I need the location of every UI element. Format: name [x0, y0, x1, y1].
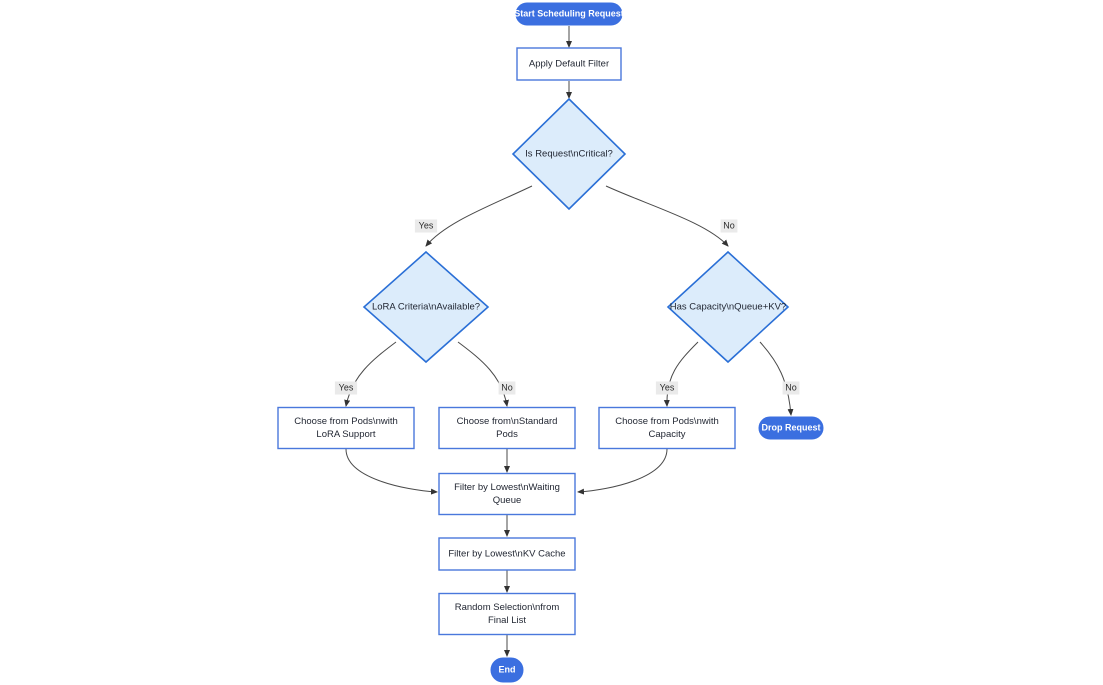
edge-label-background [498, 381, 516, 395]
edge-label-is_request_critical-yes: Yes [414, 219, 438, 233]
process-shape [438, 472, 576, 516]
edge-label-has_capacity-no: No [782, 381, 800, 395]
edge-lora_criteria_available-to-choose_standard_pods [457, 341, 509, 407]
edge-has_capacity-to-choose_capacity_pods [663, 341, 699, 407]
edge-label-text: No [723, 220, 735, 230]
edge-label-text: No [785, 382, 797, 392]
edge-label-has_capacity-yes: Yes [655, 381, 679, 395]
edge-has_capacity-to-drop_request [759, 341, 794, 416]
process-shape [438, 592, 576, 636]
edge-label-text: Yes [339, 382, 354, 392]
edge-choose_lora_pods-to-filter_waiting_queue [345, 448, 438, 495]
edge-choose_capacity_pods-to-filter_waiting_queue [577, 448, 668, 495]
node-apply_default_filter[interactable]: Apply Default Filter [516, 47, 622, 81]
process-shape [277, 406, 415, 450]
edges-layer [344, 26, 794, 657]
process-shape [438, 537, 576, 571]
node-has_capacity[interactable]: Has Capacity\nQueue+KV? [666, 250, 790, 364]
terminal-shape [758, 416, 824, 440]
edge-label-text: No [501, 382, 513, 392]
edge-label-lora_criteria_available-no: No [498, 381, 516, 395]
terminal-shape [490, 657, 524, 683]
decision-shape [362, 250, 490, 364]
node-drop_request[interactable]: Drop Request [758, 416, 824, 440]
edge-label-background [334, 381, 358, 395]
process-shape [438, 406, 576, 450]
decision-shape [511, 97, 627, 211]
edge-label-is_request_critical-no: No [720, 219, 738, 233]
edge-label-text: Yes [419, 220, 434, 230]
node-filter_kv_cache[interactable]: Filter by Lowest\nKV Cache [438, 537, 576, 571]
node-end[interactable]: End [490, 657, 524, 683]
edge-label-background [782, 381, 800, 395]
node-is_request_critical[interactable]: Is Request\nCritical? [511, 97, 627, 211]
decision-shape [666, 250, 790, 364]
edge-label-background [655, 381, 679, 395]
edge-lora_criteria_available-to-choose_lora_pods [344, 341, 397, 407]
edge-label-background [414, 219, 438, 233]
edge-label-background [720, 219, 738, 233]
edge-is_request_critical-to-has_capacity [605, 185, 729, 247]
process-shape [598, 406, 736, 450]
terminal-shape [515, 2, 623, 26]
process-shape [516, 47, 622, 81]
node-lora_criteria_available[interactable]: LoRA Criteria\nAvailable? [362, 250, 490, 364]
edge-is_request_critical-to-lora_criteria_available [425, 185, 533, 247]
node-start[interactable]: Start Scheduling Request [514, 2, 624, 26]
edge-label-lora_criteria_available-yes: Yes [334, 381, 358, 395]
edge-label-text: Yes [660, 382, 675, 392]
